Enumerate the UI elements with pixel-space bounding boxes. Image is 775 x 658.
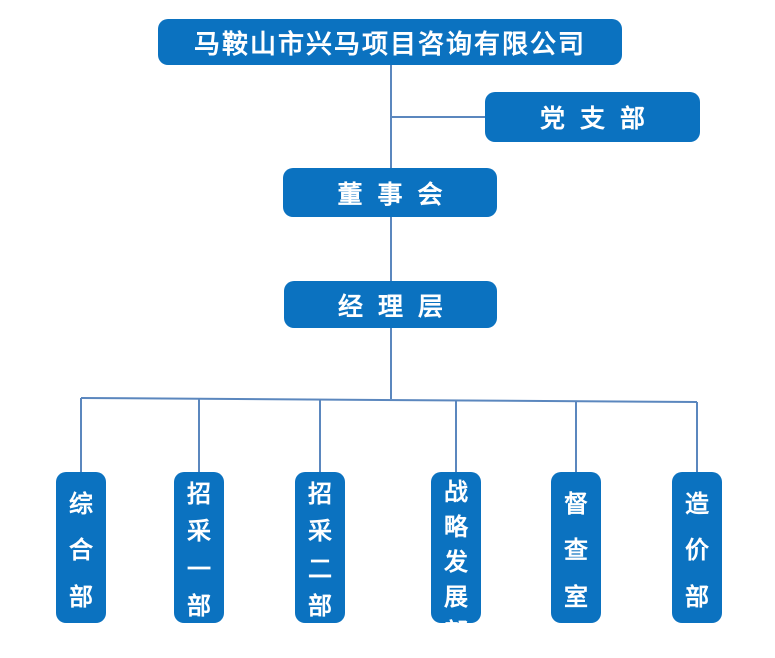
label-char: 督	[564, 490, 588, 518]
org-node-department-strategy: 战略发展部	[431, 472, 481, 646]
label-char: 采	[187, 518, 211, 546]
org-node-board: 董事会	[283, 168, 497, 217]
org-node-department-cost: 造价部	[672, 472, 722, 623]
label-char: 层	[418, 292, 444, 321]
label-char: 部	[69, 583, 93, 611]
org-node-company: 马鞍山市兴马项目咨询有限公司	[158, 19, 622, 65]
label-char: 综	[69, 490, 93, 518]
org-node-management: 经理层	[284, 281, 497, 328]
label-char: 二	[308, 555, 332, 583]
label-char: 查	[564, 537, 588, 564]
label-char: 发	[444, 549, 468, 576]
label-char: 支	[579, 105, 605, 133]
label-char: 一	[187, 555, 211, 583]
label-char: 采	[308, 518, 332, 546]
label-char: 部	[444, 619, 468, 646]
label-char: 合	[69, 537, 93, 564]
org-node-department-procurement-1: 招采一部	[174, 472, 224, 623]
label-char: 战	[444, 479, 468, 506]
label-char: 展	[444, 584, 468, 611]
connector-main-horizontal	[80, 397, 698, 403]
org-node-department-supervision: 督查室	[551, 472, 601, 623]
label-char: 会	[417, 180, 443, 209]
label-char: 部	[308, 592, 332, 620]
label-char: 部	[620, 105, 646, 133]
org-node-party-branch: 党支部	[485, 92, 700, 142]
label-char: 室	[564, 583, 588, 611]
label-char: 略	[444, 514, 468, 541]
label-char: 董	[337, 180, 363, 209]
label-char: 招	[308, 481, 332, 509]
label-char: 部	[685, 583, 709, 611]
label-char: 部	[187, 592, 211, 620]
label-char: 招	[187, 481, 211, 509]
label-char: 事	[377, 180, 403, 209]
label-char: 理	[377, 292, 403, 321]
label-char: 造	[685, 490, 709, 518]
label-char: 价	[685, 537, 709, 564]
label-char: 党	[539, 105, 565, 133]
org-node-department-procurement-2: 招采二部	[295, 472, 345, 623]
label-char: 经	[337, 292, 363, 321]
org-node-department-general: 综合部	[56, 472, 106, 623]
